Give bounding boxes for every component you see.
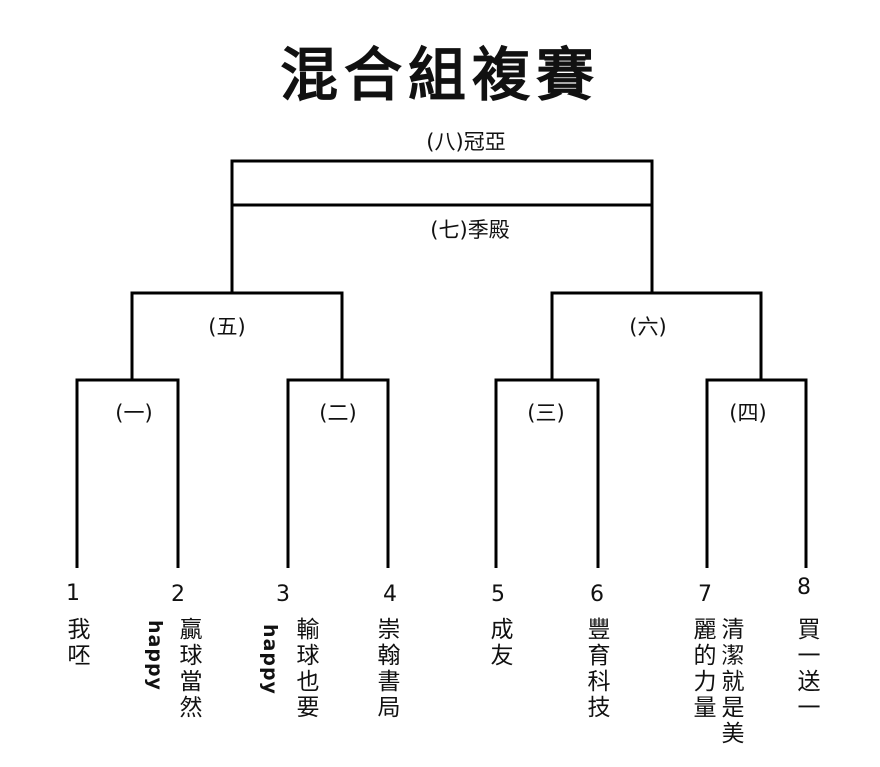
seed-number-8: 8 bbox=[797, 575, 811, 600]
match-label-3: (三) bbox=[527, 401, 565, 425]
match-label-1: (一) bbox=[115, 401, 153, 425]
bracket-match-6 bbox=[550, 291, 763, 380]
bracket-final-box bbox=[230, 159, 654, 293]
match-label-third-place: (七)季殿 bbox=[430, 218, 510, 242]
bracket-match-1 bbox=[75, 378, 180, 568]
bracket-match-3 bbox=[494, 378, 600, 568]
bracket-match-4 bbox=[705, 378, 808, 568]
seed-number-5: 5 bbox=[491, 582, 505, 607]
team-name-3-extra: happy bbox=[259, 624, 281, 695]
bracket-match-2 bbox=[286, 378, 390, 568]
match-label-6: (六) bbox=[629, 315, 667, 339]
seed-number-7: 7 bbox=[698, 582, 712, 607]
seed-number-3: 3 bbox=[276, 582, 290, 607]
seed-number-4: 4 bbox=[383, 582, 397, 607]
team-name-6: 豐育科技 bbox=[583, 617, 609, 721]
team-name-2-extra: happy bbox=[144, 620, 166, 691]
bracket-title: 混合組複賽 bbox=[279, 41, 600, 109]
match-label-5: (五) bbox=[208, 315, 246, 339]
bracket-match-5 bbox=[130, 291, 344, 380]
team-name-8: 買一送一 bbox=[793, 617, 819, 721]
team-name-1: 我呸 bbox=[63, 617, 89, 669]
match-label-final: (八)冠亞 bbox=[426, 130, 506, 154]
match-label-2: (二) bbox=[319, 401, 357, 425]
team-name-7: 清潔就是美麗的力量 bbox=[689, 617, 743, 747]
seed-number-2: 2 bbox=[171, 582, 185, 607]
match-label-4: (四) bbox=[729, 401, 767, 425]
team-name-4: 崇翰書局 bbox=[373, 617, 399, 721]
team-name-2: 贏球當然 bbox=[175, 617, 201, 721]
seed-number-6: 6 bbox=[590, 582, 604, 607]
seed-number-1: 1 bbox=[66, 581, 80, 606]
team-name-3: 輸球也要 bbox=[292, 617, 318, 721]
team-name-5: 成友 bbox=[486, 617, 512, 669]
